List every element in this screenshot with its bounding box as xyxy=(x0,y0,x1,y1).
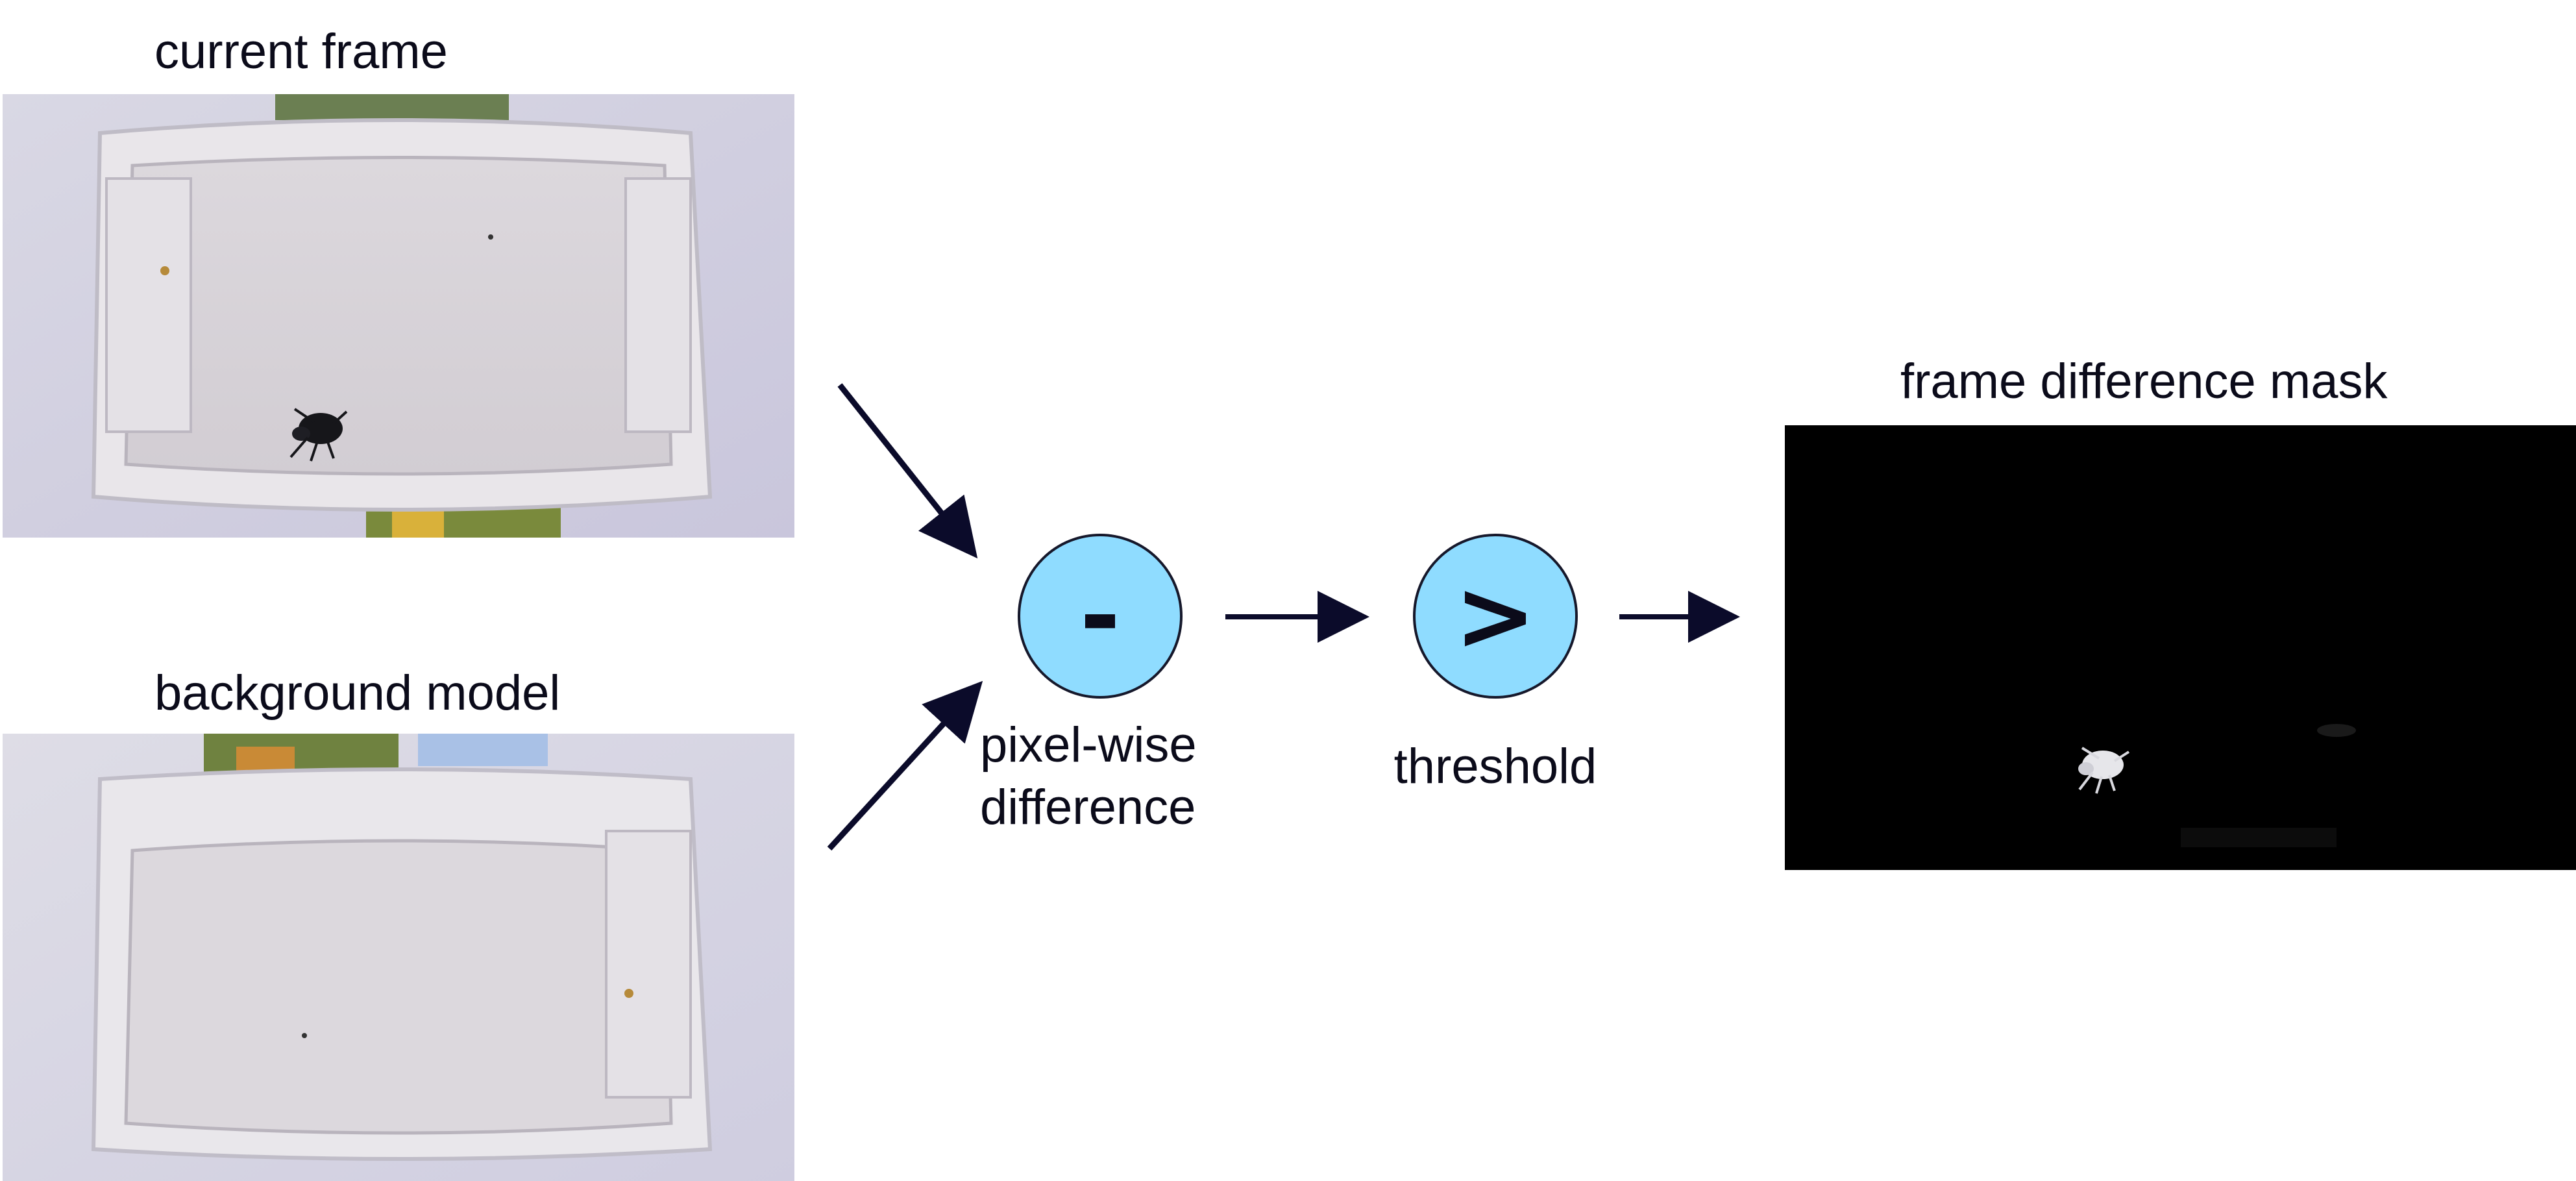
output-label: frame difference mask xyxy=(1900,354,2388,409)
background-model-image xyxy=(3,734,794,1181)
current-frame-image xyxy=(3,94,794,538)
current-frame-label: current frame xyxy=(154,24,448,79)
difference-operator-node: - xyxy=(1018,534,1183,699)
arrow-background-to-difference xyxy=(827,680,983,851)
arrow-current-to-difference xyxy=(837,383,978,559)
threshold-operator-node: > xyxy=(1413,534,1578,699)
difference-caption: pixel-wise difference xyxy=(980,714,1246,839)
threshold-caption: threshold xyxy=(1393,739,1597,794)
difference-caption-line2: difference xyxy=(980,780,1196,835)
background-model-label: background model xyxy=(154,665,561,721)
frame-difference-mask-image xyxy=(1785,425,2576,870)
difference-caption-line1: pixel-wise xyxy=(980,717,1197,773)
